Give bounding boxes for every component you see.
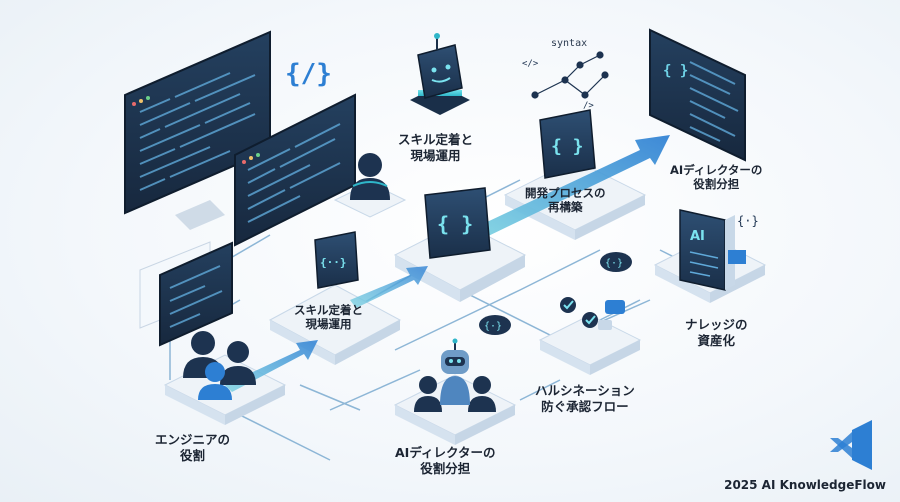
label-process-line1: 開発プロセスの <box>525 186 606 200</box>
book-icon: AI {·} <box>679 209 759 291</box>
code-chip-icons: {·} {·} <box>479 252 632 335</box>
svg-text:{·}: {·} <box>605 258 623 269</box>
flow-arrow-mid <box>350 266 428 308</box>
label-hallucination: ハルシネーション 防ぐ承認フロー <box>535 383 635 414</box>
svg-text:{ }: { } <box>551 136 584 157</box>
label-hallucination-line2: 防ぐ承認フロー <box>541 398 629 414</box>
label-skill-mid: スキル定着と 現場運用 <box>294 303 363 332</box>
monitor-small-left <box>139 241 233 347</box>
svg-text:{ }: { } <box>663 63 688 79</box>
footer-brand: 2025 AI KnowledgeFlow <box>724 478 886 492</box>
label-skill-top: スキル定着と 現場運用 <box>398 132 473 163</box>
logo-icon <box>830 420 872 470</box>
label-engineer: エンジニアの 役割 <box>155 432 230 463</box>
label-skill-top-line1: スキル定着と <box>398 132 474 147</box>
svg-text:</>: </> <box>522 59 539 69</box>
svg-text:/>: /> <box>583 101 594 111</box>
label-director-bottom-line1: AIディレクターの <box>395 445 496 460</box>
check-icon <box>560 297 625 330</box>
monitor-main <box>124 30 271 230</box>
label-skill-mid-line2: 現場運用 <box>305 317 352 332</box>
label-director-top: AIディレクターの 役割分担 <box>670 163 762 192</box>
code-tile-process: { } <box>539 109 596 179</box>
label-skill-top-line2: 現場運用 <box>410 147 461 163</box>
label-knowledge: ナレッジの 資産化 <box>685 317 748 348</box>
person-icon <box>350 153 390 200</box>
label-engineer-line1: エンジニアの <box>155 432 231 447</box>
label-process: 開発プロセスの 再構築 <box>525 186 606 215</box>
label-director-bottom-line2: 役割分担 <box>420 460 471 476</box>
code-brackets-icon: {/} <box>285 59 332 89</box>
label-hallucination-line1: ハルシネーション <box>535 383 635 398</box>
label-director-bottom: AIディレクターの 役割分担 <box>395 445 495 476</box>
label-process-line2: 再構築 <box>548 200 583 215</box>
label-knowledge-line2: 資産化 <box>697 332 736 348</box>
ai-book-label: AI <box>690 229 705 244</box>
code-tile-skill: {··} <box>314 231 359 289</box>
svg-text:{ }: { } <box>437 212 473 236</box>
label-director-top-line2: 役割分担 <box>693 177 740 192</box>
people-icon <box>183 331 256 400</box>
label-skill-mid-line1: スキル定着と <box>294 303 363 317</box>
robot-icon-top <box>410 33 470 115</box>
code-tile-center: { } <box>424 187 491 259</box>
syntax-graph: </> /> <box>522 51 609 111</box>
label-director-top-line1: AIディレクターの <box>670 163 763 177</box>
robot-icon-bottom <box>414 338 496 412</box>
monitor-top-right: { } <box>649 28 746 162</box>
syntax-word: syntax <box>551 38 588 49</box>
svg-text:{·}: {·} <box>484 321 502 332</box>
svg-text:{·}: {·} <box>737 214 759 228</box>
flow-arrow-upper <box>470 135 670 240</box>
label-engineer-line2: 役割 <box>180 447 206 463</box>
svg-text:{··}: {··} <box>320 256 347 269</box>
label-knowledge-line1: ナレッジの <box>685 317 748 332</box>
svg-text:{/}: {/} <box>285 59 332 89</box>
